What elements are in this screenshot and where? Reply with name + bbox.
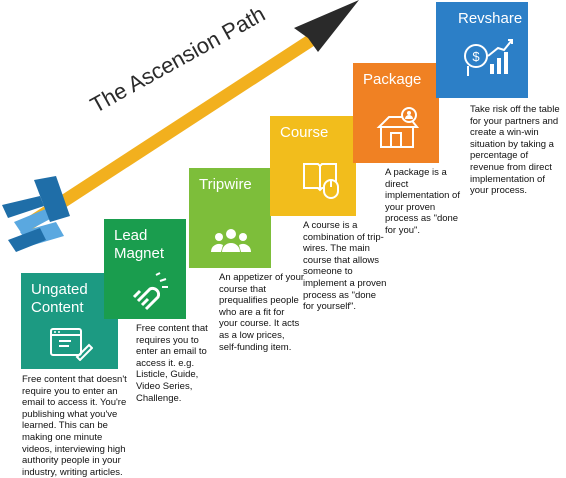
browser-edit-icon: [50, 328, 93, 361]
step-title: Lead Magnet: [114, 227, 165, 262]
arrow-graphic: [2, 0, 359, 252]
money-growth-icon: $: [464, 39, 513, 76]
box-person-icon: [376, 107, 420, 148]
step-title: Revshare: [458, 10, 523, 27]
step-description: An appetizer of your course that prequal…: [219, 272, 305, 353]
magnet-icon: [132, 272, 168, 311]
svg-text:$: $: [472, 49, 480, 64]
step-title: Ungated Content: [31, 281, 88, 316]
step-description: Free content that doesn't require you to…: [22, 374, 127, 478]
step-description: A course is a combination of trip-wires.…: [303, 220, 387, 313]
step-title: Course: [280, 124, 329, 141]
step-title: Tripwire: [199, 176, 252, 193]
arrow-shaft: [20, 32, 320, 232]
arrow-fletching: [2, 176, 70, 252]
step-title: Package: [363, 71, 422, 88]
step-ungated-content: Ungated Content: [21, 273, 118, 369]
step-description: Take risk off the table for your partner…: [470, 104, 560, 197]
step-package: Package: [353, 63, 439, 163]
step-tripwire: Tripwire: [189, 168, 271, 268]
arrowhead: [294, 0, 359, 52]
step-lead-magnet: Lead Magnet: [104, 219, 186, 319]
step-course: Course: [270, 116, 356, 216]
step-description: A package is a direct implementation of …: [385, 167, 460, 236]
group-icon: [211, 229, 251, 252]
book-mouse-icon: [303, 163, 339, 199]
step-description: Free content that requires you to enter …: [136, 323, 208, 404]
step-revshare: Revshare $: [436, 2, 528, 98]
